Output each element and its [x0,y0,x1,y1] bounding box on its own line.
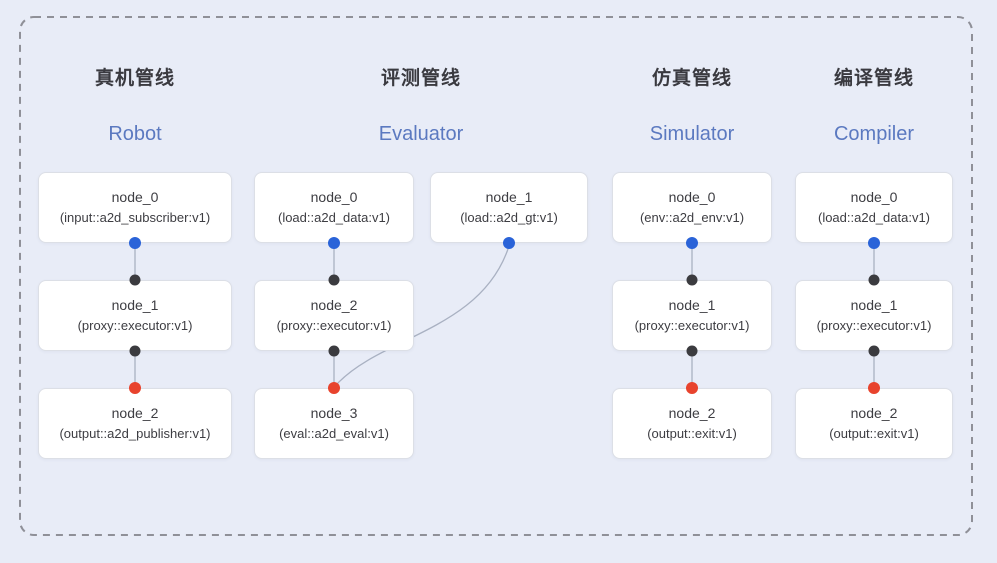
node-box-robot-node2: node_2 (output::a2d_publisher:v1) [38,388,232,459]
node-impl: (proxy::executor:v1) [816,318,932,334]
pipeline-title-zh-robot: 真机管线 [94,68,175,89]
node-name: node_1 [668,297,716,314]
node-name: node_2 [668,405,716,422]
node-impl: (proxy::executor:v1) [276,318,392,334]
node-impl: (load::a2d_data:v1) [817,210,931,226]
node-name: node_2 [111,405,159,422]
node-name: node_0 [111,189,159,206]
node-box-robot-node0: node_0 (input::a2d_subscriber:v1) [38,172,232,243]
pipeline-title-en-evaluator: Evaluator [378,123,464,145]
node-impl: (input::a2d_subscriber:v1) [59,210,211,226]
node-box-compiler-node0: node_0 (load::a2d_data:v1) [795,172,953,243]
node-box-simulator-node0: node_0 (env::a2d_env:v1) [612,172,772,243]
node-box-simulator-node1: node_1 (proxy::executor:v1) [612,280,772,351]
node-impl: (env::a2d_env:v1) [639,210,745,226]
node-box-simulator-node2: node_2 (output::exit:v1) [612,388,772,459]
pipeline-title-zh-evaluator: 评测管线 [380,68,461,89]
node-name: node_0 [850,189,898,206]
node-name: node_2 [310,297,358,314]
node-box-evaluator-node3: node_3 (eval::a2d_eval:v1) [254,388,414,459]
node-box-evaluator-node0: node_0 (load::a2d_data:v1) [254,172,414,243]
pipeline-title-en-robot: Robot [108,123,162,145]
node-name: node_3 [310,405,358,422]
node-name: node_1 [485,189,533,206]
node-box-compiler-node2: node_2 (output::exit:v1) [795,388,953,459]
node-impl: (output::exit:v1) [829,426,919,442]
node-box-evaluator-node1: node_1 (load::a2d_gt:v1) [430,172,588,243]
node-box-compiler-node1: node_1 (proxy::executor:v1) [795,280,953,351]
node-impl: (output::a2d_publisher:v1) [59,426,211,442]
node-impl: (load::a2d_gt:v1) [460,210,558,226]
node-impl: (output::exit:v1) [647,426,737,442]
node-name: node_1 [850,297,898,314]
node-name: node_0 [668,189,716,206]
pipeline-title-zh-compiler: 编译管线 [833,68,914,89]
pipeline-title-en-simulator: Simulator [649,123,735,145]
node-impl: (load::a2d_data:v1) [277,210,391,226]
node-impl: (proxy::executor:v1) [634,318,750,334]
pipeline-title-zh-simulator: 仿真管线 [651,68,732,89]
node-impl: (proxy::executor:v1) [77,318,193,334]
node-box-robot-node1: node_1 (proxy::executor:v1) [38,280,232,351]
node-name: node_2 [850,405,898,422]
node-box-evaluator-node2: node_2 (proxy::executor:v1) [254,280,414,351]
node-impl: (eval::a2d_eval:v1) [279,426,389,442]
pipeline-title-en-compiler: Compiler [833,123,915,145]
node-name: node_0 [310,189,358,206]
node-name: node_1 [111,297,159,314]
